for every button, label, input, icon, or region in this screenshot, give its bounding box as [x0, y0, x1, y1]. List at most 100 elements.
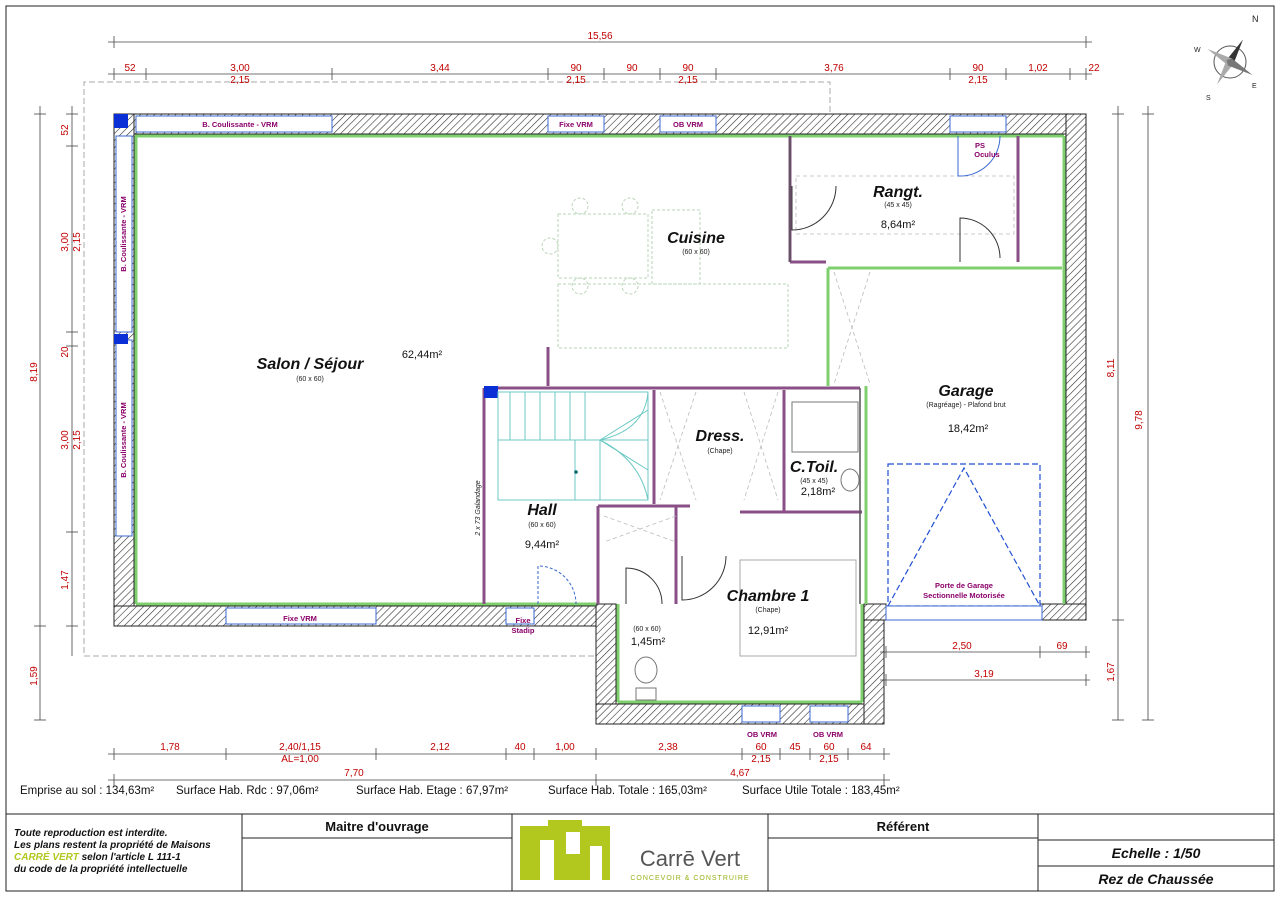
wc-area: 1,45m² — [631, 636, 666, 648]
outer-walls — [113, 113, 1087, 725]
dim-right-bottom: 1,67 — [1106, 662, 1117, 682]
closet-diagonals — [603, 175, 1015, 543]
label-stadip: Stadip — [512, 626, 535, 635]
label-b-coul-left2: B. Coulissante - VRM — [119, 402, 128, 477]
label-b-coul-left1: B. Coulissante - VRM — [119, 196, 128, 271]
dim-left-2: 3,00 — [60, 232, 71, 252]
dim-bottom-total1: 7,70 — [344, 768, 364, 779]
salon-area: 62,44m² — [402, 349, 443, 361]
surface-etage: Surface Hab. Etage : 67,97m² — [356, 785, 509, 797]
referent-label: Référent — [876, 819, 930, 834]
dim-left-6: 1,59 — [29, 666, 40, 686]
copyright-notice: Toute reproduction est interdite. Les pl… — [14, 828, 240, 876]
dim-top-9: 1,02 — [1028, 63, 1048, 74]
dim-bottom-h1: 2,15 — [751, 754, 771, 765]
dim-bottom-2: 2,40/1,15 — [279, 742, 321, 753]
dim-top-2: 3,00 — [230, 63, 250, 74]
dim-top-1: 52 — [124, 63, 136, 74]
dimension-texts: 15,56 52 3,00 3,44 90 90 90 3,76 90 1,02… — [29, 31, 1145, 779]
room-labels: Salon / Séjour (60 x 60) 62,44m² Cuisine… — [257, 184, 1006, 648]
notice-line-3: CARRÉ VERT selon l'article L 111-1 — [14, 852, 240, 864]
dim-left-total: 8,19 — [29, 362, 40, 382]
dim-top-5: 90 — [626, 63, 638, 74]
sanitary — [634, 401, 860, 701]
dimension-lines — [39, 41, 1149, 781]
chambre-area: 12,91m² — [748, 625, 789, 637]
garage-area: 18,42m² — [948, 423, 989, 435]
chambre-sub: (Chape) — [755, 607, 780, 614]
dim-bottom-al: AL=1,00 — [281, 754, 319, 765]
hall-sub: (60 x 60) — [528, 522, 556, 529]
dim-bottom-6: 2,38 — [658, 742, 678, 753]
dim-top-h3: 2,15 — [678, 75, 698, 86]
hall-name: Hall — [527, 502, 557, 519]
surface-totale: Surface Hab. Totale : 165,03m² — [548, 785, 707, 797]
surface-emprise: Emprise au sol : 134,63m² — [20, 785, 155, 797]
dim-top-total: 15,56 — [587, 31, 612, 42]
garage-name: Garage — [938, 383, 993, 400]
dim-bottom-9: 60 — [823, 742, 835, 753]
notice-article: selon l'article L 111-1 — [78, 852, 181, 863]
dim-top-6: 90 — [682, 63, 694, 74]
surface-utile: Surface Utile Totale : 183,45m² — [742, 785, 900, 797]
dim-left-h1: 2,15 — [72, 232, 83, 252]
notice-line-2: Les plans restent la propriété de Maison… — [14, 840, 211, 851]
label-b-coul-top: B. Coulissante - VRM — [202, 120, 277, 129]
title-block-frame — [6, 813, 1274, 891]
cuisine-name: Cuisine — [667, 230, 725, 247]
dim-top-3: 3,44 — [430, 63, 450, 74]
dim-top-7: 3,76 — [824, 63, 844, 74]
opening-labels: B. Coulissante - VRM Fixe VRM OB VRM PS … — [119, 120, 1005, 739]
label-oculus: Oculus — [974, 150, 999, 159]
dim-bottom-5: 1,00 — [555, 742, 575, 753]
compass-w: W — [1194, 47, 1201, 54]
dim-bottom-10: 64 — [860, 742, 872, 753]
dim-top-10: 22 — [1088, 63, 1100, 74]
dim-left-5: 1,47 — [60, 570, 71, 590]
rangt-area: 8,64m² — [881, 219, 916, 231]
logo-carre-vert: Carrē Vert CONCEVOIR & CONSTRUIRE — [520, 820, 749, 882]
dim-bottom-h2: 2,15 — [819, 754, 839, 765]
ctoil-sub: (45 x 45) — [800, 478, 828, 485]
dim-right-total: 9,78 — [1134, 410, 1145, 430]
partition-walls — [789, 136, 861, 604]
dim-left-3: 20 — [60, 346, 71, 358]
ctoil-area: 2,18m² — [801, 486, 836, 498]
dim-bottom-total2: 4,67 — [730, 768, 750, 779]
surface-rdc: Surface Hab. Rdc : 97,06m² — [176, 785, 319, 797]
dim-bottom-7: 60 — [755, 742, 767, 753]
niveau-label: Rez de Chaussée — [1098, 871, 1214, 887]
notice-brand: CARRÉ VERT — [14, 852, 79, 863]
dim-bottom-4: 40 — [514, 742, 526, 753]
salon-sub: (60 x 60) — [296, 376, 324, 383]
label-fixe: Fixe — [515, 616, 530, 625]
dim-top-4: 90 — [570, 63, 582, 74]
label-galandage: 2 x 73 Galandage — [475, 480, 482, 536]
dim-bottom-1: 1,78 — [160, 742, 180, 753]
dim-left-1: 52 — [60, 124, 71, 136]
dim-left-h2: 2,15 — [72, 430, 83, 450]
dim-garage-2: 69 — [1056, 641, 1068, 652]
logo-tagline: CONCEVOIR & CONSTRUIRE — [630, 875, 749, 882]
notice-line-1: Toute reproduction est interdite. — [14, 828, 168, 839]
label-fixe-vrm-top: Fixe VRM — [559, 120, 593, 129]
kitchen-furniture — [541, 197, 789, 349]
garage-door-sill — [885, 605, 1043, 621]
garage-sub: (Ragréage) - Plafond brut — [926, 402, 1005, 409]
dim-garage-3: 3,19 — [974, 669, 994, 680]
label-fixe-vrm-bottom: Fixe VRM — [283, 614, 317, 623]
compass-s: S — [1206, 95, 1211, 102]
dress-sub: (Chape) — [707, 448, 732, 455]
compass-e: E — [1252, 83, 1257, 90]
dimension-ticks — [34, 36, 1154, 786]
salon-name: Salon / Séjour — [257, 356, 364, 373]
label-ob-vrm-top: OB VRM — [673, 120, 703, 129]
label-ob-vrm-b1: OB VRM — [747, 730, 777, 739]
cuisine-sub: (60 x 60) — [682, 249, 710, 256]
doors — [537, 135, 1001, 605]
dim-top-8: 90 — [972, 63, 984, 74]
dim-top-h2: 2,15 — [566, 75, 586, 86]
interior-walls — [482, 136, 1020, 604]
dim-right-inner: 8,11 — [1106, 358, 1117, 377]
